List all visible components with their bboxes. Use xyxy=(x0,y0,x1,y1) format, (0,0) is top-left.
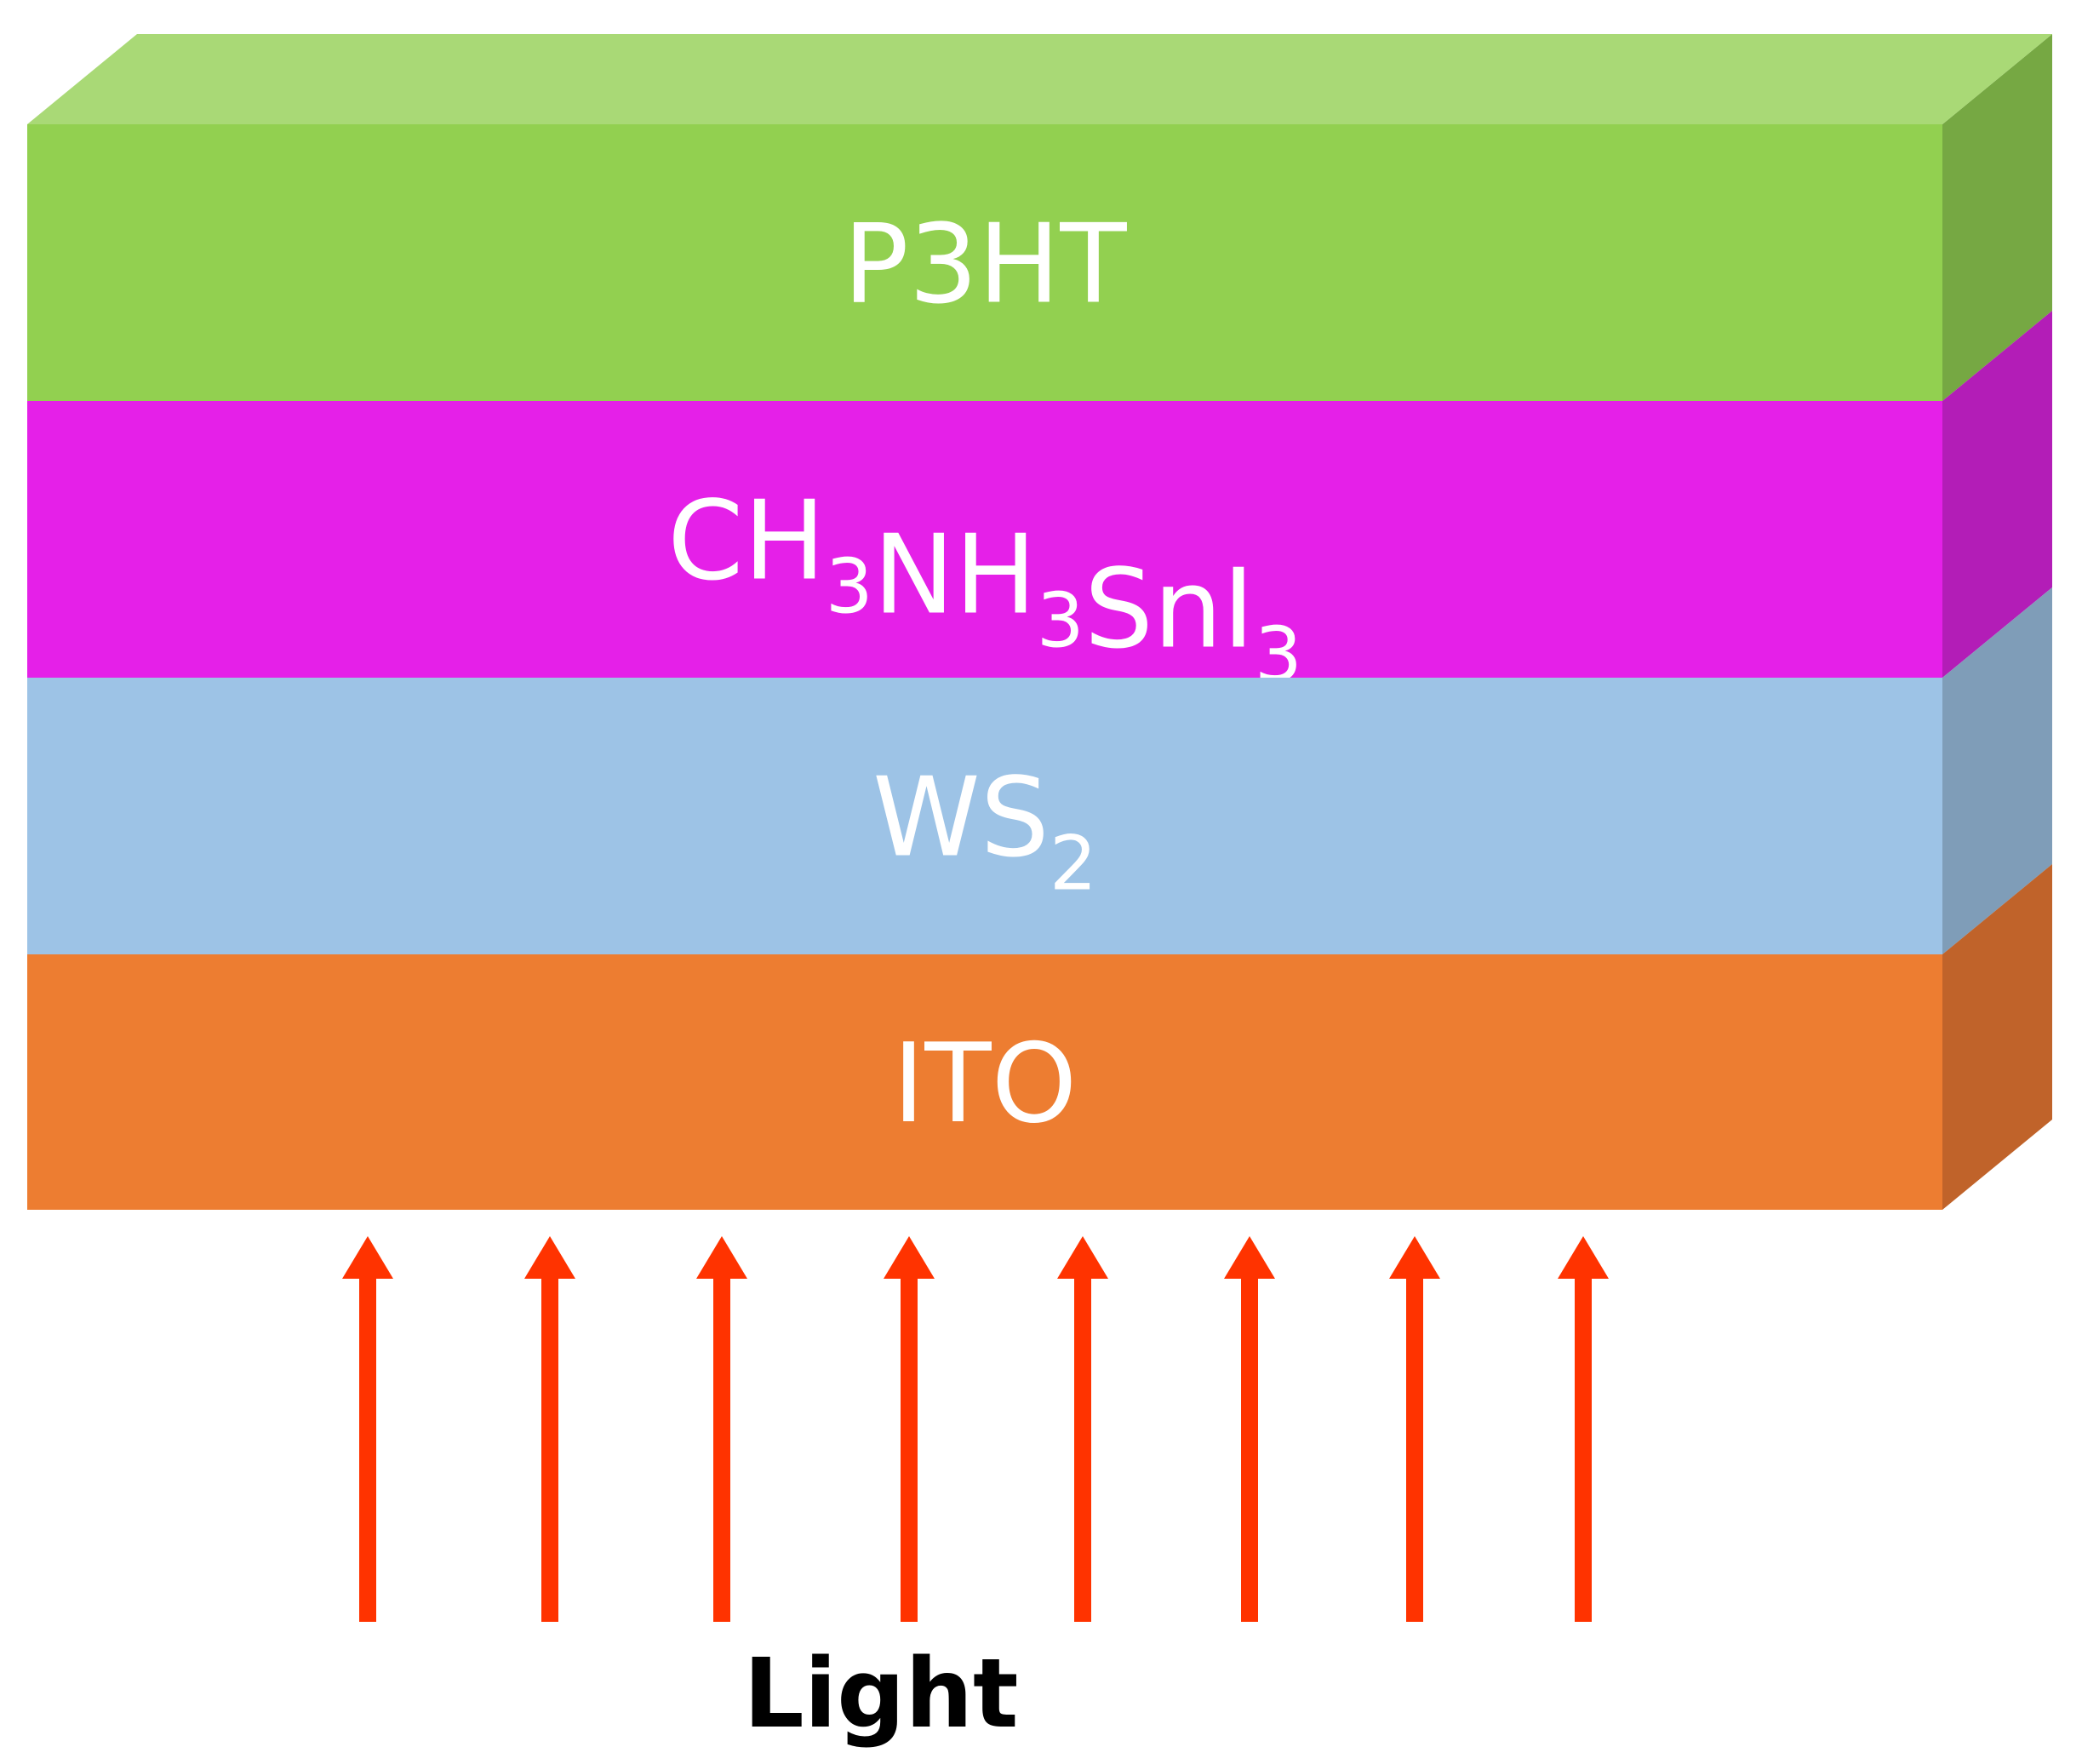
light-arrow-head xyxy=(342,1236,393,1279)
light-arrow xyxy=(1558,1236,1609,1622)
light-arrow-head xyxy=(1389,1236,1440,1279)
light-arrow-head xyxy=(696,1236,747,1279)
light-arrow-head xyxy=(884,1236,935,1279)
layer-ito-side xyxy=(1942,864,2052,1210)
layer-label-subscript: 2 xyxy=(1050,820,1097,908)
light-arrow xyxy=(1389,1236,1440,1622)
light-arrows xyxy=(342,1236,1609,1622)
light-arrow-head xyxy=(1057,1236,1108,1279)
layer-label-subscript: 3 xyxy=(1037,577,1084,665)
light-arrow-head xyxy=(1558,1236,1609,1279)
layer-ws2-side xyxy=(1942,587,2052,954)
light-arrow-shaft xyxy=(1074,1277,1091,1622)
light-arrow-shaft xyxy=(1575,1277,1592,1622)
light-arrow-shaft xyxy=(541,1277,558,1622)
layer-p3ht-label: P3HT xyxy=(843,202,1127,329)
layer-label-subscript: 3 xyxy=(826,543,873,631)
layer-ws2-label: WS2 xyxy=(872,755,1097,908)
layer-perovskite-front xyxy=(27,401,1942,678)
light-arrow-shaft xyxy=(359,1277,376,1622)
light-arrow xyxy=(696,1236,747,1622)
light-arrow xyxy=(1057,1236,1108,1622)
light-arrow xyxy=(524,1236,575,1622)
layer-label-text: SnI xyxy=(1084,547,1255,673)
light-arrow-shaft xyxy=(901,1277,918,1622)
light-arrow xyxy=(884,1236,935,1622)
layer-p3ht-top xyxy=(27,34,2052,124)
layer-label-text: ITO xyxy=(893,1021,1078,1148)
light-arrow-shaft xyxy=(713,1277,730,1622)
layer-p3ht-front xyxy=(27,124,1942,401)
layer-perovskite-side xyxy=(1942,311,2052,678)
layer-p3ht-side xyxy=(1942,34,2052,401)
light-arrow-shaft xyxy=(1406,1277,1423,1622)
layer-label-text: WS xyxy=(872,755,1050,882)
light-arrow xyxy=(1224,1236,1275,1622)
layer-label-text: CH xyxy=(667,478,826,605)
layer-ito-front xyxy=(27,954,1942,1210)
layer-label-text: P3HT xyxy=(843,202,1127,329)
light-arrow-head xyxy=(1224,1236,1275,1279)
layer-ito-label: ITO xyxy=(893,1021,1078,1148)
layer-label-text: NH xyxy=(873,513,1037,639)
light-arrow-head xyxy=(524,1236,575,1279)
light-arrow-shaft xyxy=(1241,1277,1258,1622)
layer-ws2-front xyxy=(27,678,1942,954)
light-label: Light xyxy=(743,1639,1018,1750)
light-arrow xyxy=(342,1236,393,1622)
